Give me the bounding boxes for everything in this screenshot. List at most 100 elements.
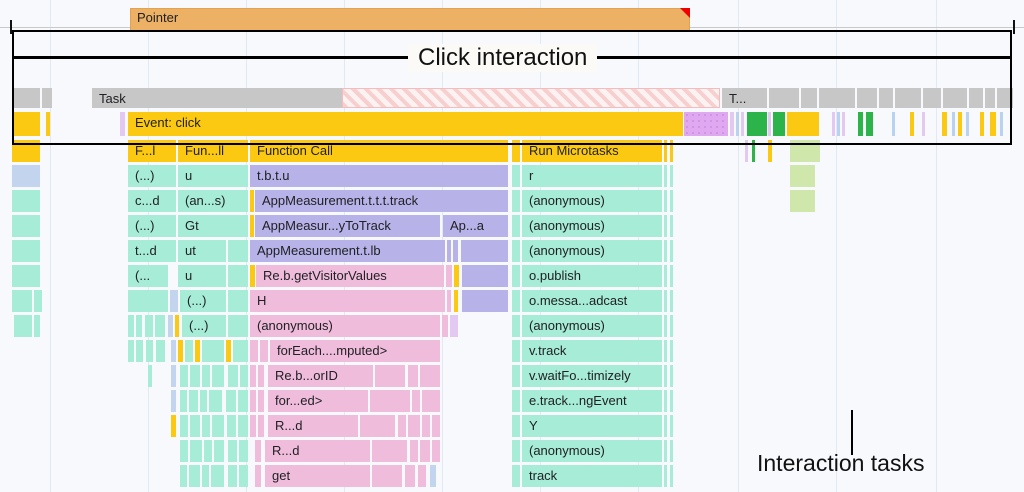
flame-block-labeled[interactable]: Gt (178, 215, 248, 237)
flame-block-labeled[interactable]: R...d (265, 440, 370, 462)
stack-block[interactable] (12, 140, 40, 162)
task-block[interactable] (985, 88, 995, 108)
stack-block[interactable] (790, 190, 815, 212)
stack-block[interactable] (670, 365, 673, 387)
flame-block-labeled[interactable]: (...) (128, 215, 176, 237)
stack-block[interactable] (180, 415, 188, 437)
task-block[interactable] (801, 88, 817, 108)
flame-block-labeled[interactable]: F...l (128, 140, 176, 162)
event-block[interactable] (730, 112, 734, 136)
stack-block[interactable] (375, 365, 405, 387)
stack-block[interactable] (128, 290, 168, 312)
stack-block[interactable] (228, 290, 248, 312)
stack-block[interactable] (180, 465, 187, 487)
stack-block[interactable] (462, 290, 508, 312)
event-block[interactable] (46, 112, 50, 136)
stack-block[interactable] (453, 240, 458, 262)
stack-block[interactable] (370, 390, 410, 412)
stack-block[interactable] (146, 340, 153, 362)
stack-block[interactable] (670, 165, 673, 187)
flame-block-labeled[interactable]: (anonymous) (522, 315, 662, 337)
stack-block[interactable] (454, 265, 459, 287)
flame-block-labeled[interactable]: ut (178, 240, 226, 262)
stack-block[interactable] (664, 265, 667, 287)
stack-block[interactable] (202, 365, 210, 387)
event-block[interactable] (1000, 112, 1003, 136)
event-block[interactable] (958, 112, 962, 136)
event-block[interactable] (741, 112, 744, 136)
stack-block[interactable] (664, 415, 667, 437)
stack-block[interactable] (228, 465, 237, 487)
stack-block[interactable] (200, 390, 207, 412)
stack-block[interactable] (12, 215, 40, 237)
stack-block[interactable] (178, 340, 183, 362)
stack-block[interactable] (212, 415, 224, 437)
event-block[interactable] (892, 112, 895, 136)
flame-block-labeled[interactable]: Ap...a (443, 215, 508, 237)
event-block[interactable] (747, 112, 767, 136)
task-block[interactable] (857, 88, 877, 108)
stack-block[interactable] (211, 465, 224, 487)
stack-block[interactable] (670, 265, 673, 287)
flame-block-labeled[interactable]: (anonymous) (522, 440, 662, 462)
stack-block[interactable] (239, 440, 248, 462)
stack-block[interactable] (670, 390, 673, 412)
flame-block-labeled[interactable]: Re.b.getVisitorValues (256, 265, 444, 287)
stack-block[interactable] (14, 315, 32, 337)
event-block[interactable] (942, 112, 947, 136)
task-block[interactable] (12, 88, 40, 108)
flame-block-labeled[interactable]: Fun...ll (178, 140, 248, 162)
stack-block[interactable] (226, 390, 236, 412)
stack-block[interactable] (512, 265, 520, 287)
event-block[interactable] (842, 112, 845, 136)
flame-block-labeled[interactable]: v.waitFo...timizely (522, 365, 662, 387)
stack-block[interactable] (148, 365, 152, 387)
stack-block[interactable] (168, 315, 173, 337)
flame-block-labeled[interactable]: u (178, 265, 226, 287)
event-block[interactable] (773, 112, 785, 136)
stack-block[interactable] (412, 390, 420, 412)
flame-block-labeled[interactable]: (...) (128, 165, 176, 187)
stack-block[interactable] (171, 365, 176, 387)
stack-block[interactable] (664, 365, 667, 387)
event-block[interactable] (966, 112, 969, 136)
stack-block[interactable] (512, 240, 520, 262)
stack-block[interactable] (202, 465, 209, 487)
flame-block-labeled[interactable]: c...d (128, 190, 176, 212)
stack-block[interactable] (670, 190, 673, 212)
stack-block[interactable] (670, 215, 673, 237)
event-block[interactable] (768, 112, 771, 136)
stack-block[interactable] (258, 390, 264, 412)
flame-block-labeled[interactable]: Task (92, 88, 342, 108)
flame-block-labeled[interactable]: (anonymous) (522, 240, 662, 262)
stack-block[interactable] (454, 290, 458, 312)
stack-block[interactable] (128, 315, 134, 337)
flame-block-labeled[interactable]: Event: click (128, 112, 683, 136)
stack-block[interactable] (670, 290, 673, 312)
stack-block[interactable] (432, 415, 440, 437)
stack-block[interactable] (250, 415, 256, 437)
stack-block[interactable] (214, 440, 224, 462)
flame-block-labeled[interactable]: (...) (180, 290, 226, 312)
stack-block[interactable] (372, 465, 402, 487)
stack-block[interactable] (446, 265, 452, 287)
stack-block[interactable] (238, 415, 248, 437)
stack-block[interactable] (258, 415, 264, 437)
flame-block-labeled[interactable]: (an...s) (178, 190, 248, 212)
event-block[interactable] (858, 112, 863, 136)
stack-block[interactable] (212, 365, 224, 387)
stack-block[interactable] (204, 440, 212, 462)
flame-block-labeled[interactable]: Re.b...orID (268, 365, 373, 387)
event-block[interactable] (837, 112, 840, 136)
stack-block[interactable] (420, 365, 440, 387)
stack-block[interactable] (180, 440, 188, 462)
stack-block[interactable] (442, 315, 448, 337)
stack-block[interactable] (12, 190, 40, 212)
event-block[interactable] (787, 112, 819, 136)
stack-block[interactable] (190, 440, 202, 462)
stack-block[interactable] (664, 140, 667, 162)
flame-block-labeled[interactable]: Y (522, 415, 662, 437)
flame-block-labeled[interactable]: T... (722, 88, 767, 108)
stack-block[interactable] (512, 390, 520, 412)
stack-block[interactable] (372, 440, 407, 462)
